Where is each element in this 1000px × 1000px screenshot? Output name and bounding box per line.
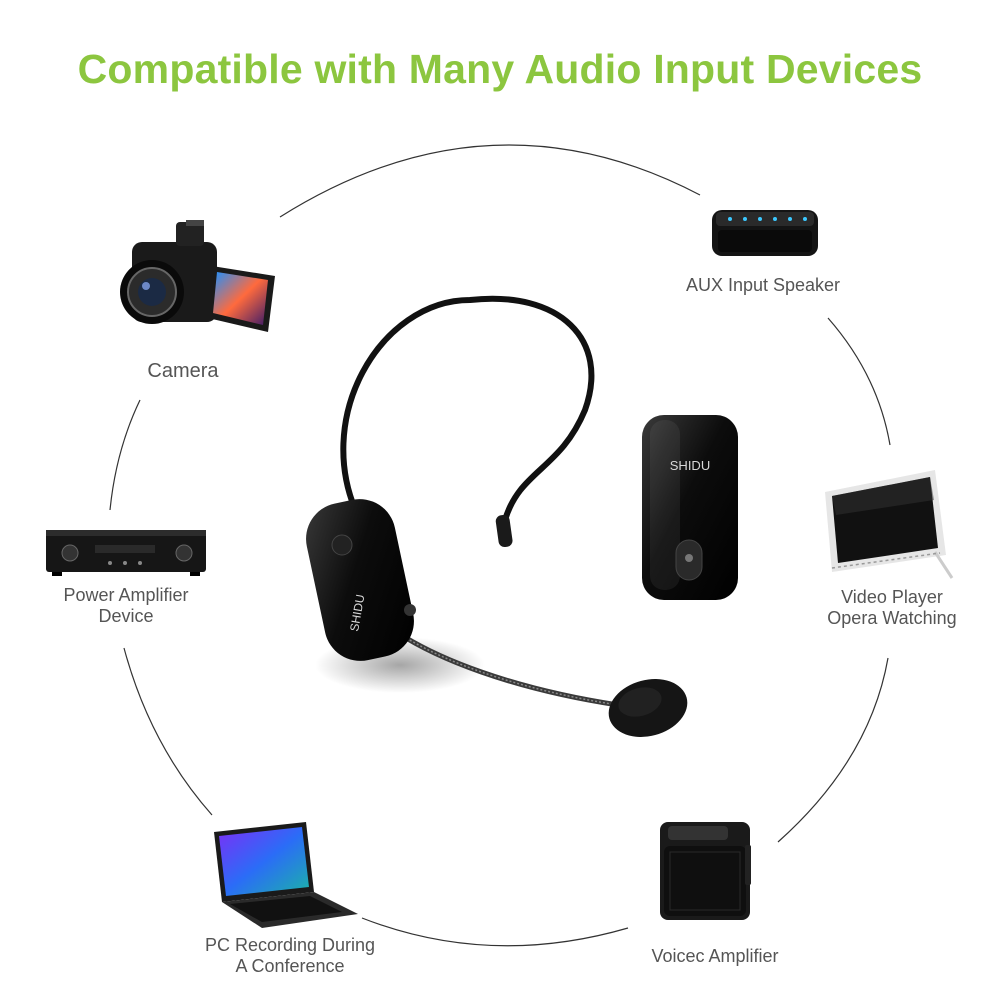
monitor-icon: [825, 470, 954, 579]
headset-brand-text: SHIDU: [347, 593, 367, 632]
receiver-icon: SHIDU: [642, 415, 738, 600]
device-label-amplifier: Power Amplifier Device: [63, 585, 189, 626]
arc-right: [777, 657, 889, 843]
arc-lower-left: [123, 647, 213, 816]
amplifier-icon: [46, 530, 206, 576]
laptop-icon: [214, 822, 358, 928]
voice-amplifier-icon: [660, 822, 751, 920]
device-label-camera: Camera: [147, 360, 219, 382]
arc-left: [109, 399, 141, 511]
arc-upper-right: [827, 317, 891, 446]
page-title: Compatible with Many Audio Input Devices: [77, 46, 923, 92]
camera-icon: [120, 220, 275, 332]
device-label-aux-speaker: AUX Input Speaker: [685, 275, 841, 295]
connection-circle: [109, 144, 891, 947]
receiver-brand-text: SHIDU: [670, 458, 710, 473]
speaker-icon: [712, 210, 818, 256]
arc-top: [279, 144, 701, 218]
device-label-pc: PC Recording During A Conference: [204, 935, 376, 976]
device-label-video-player: Video Player Opera Watching: [827, 587, 957, 628]
device-label-voice-amp: Voicec Amplifier: [651, 946, 779, 966]
headset-microphone-icon: SHIDU: [306, 295, 688, 737]
arc-bottom: [361, 917, 629, 947]
